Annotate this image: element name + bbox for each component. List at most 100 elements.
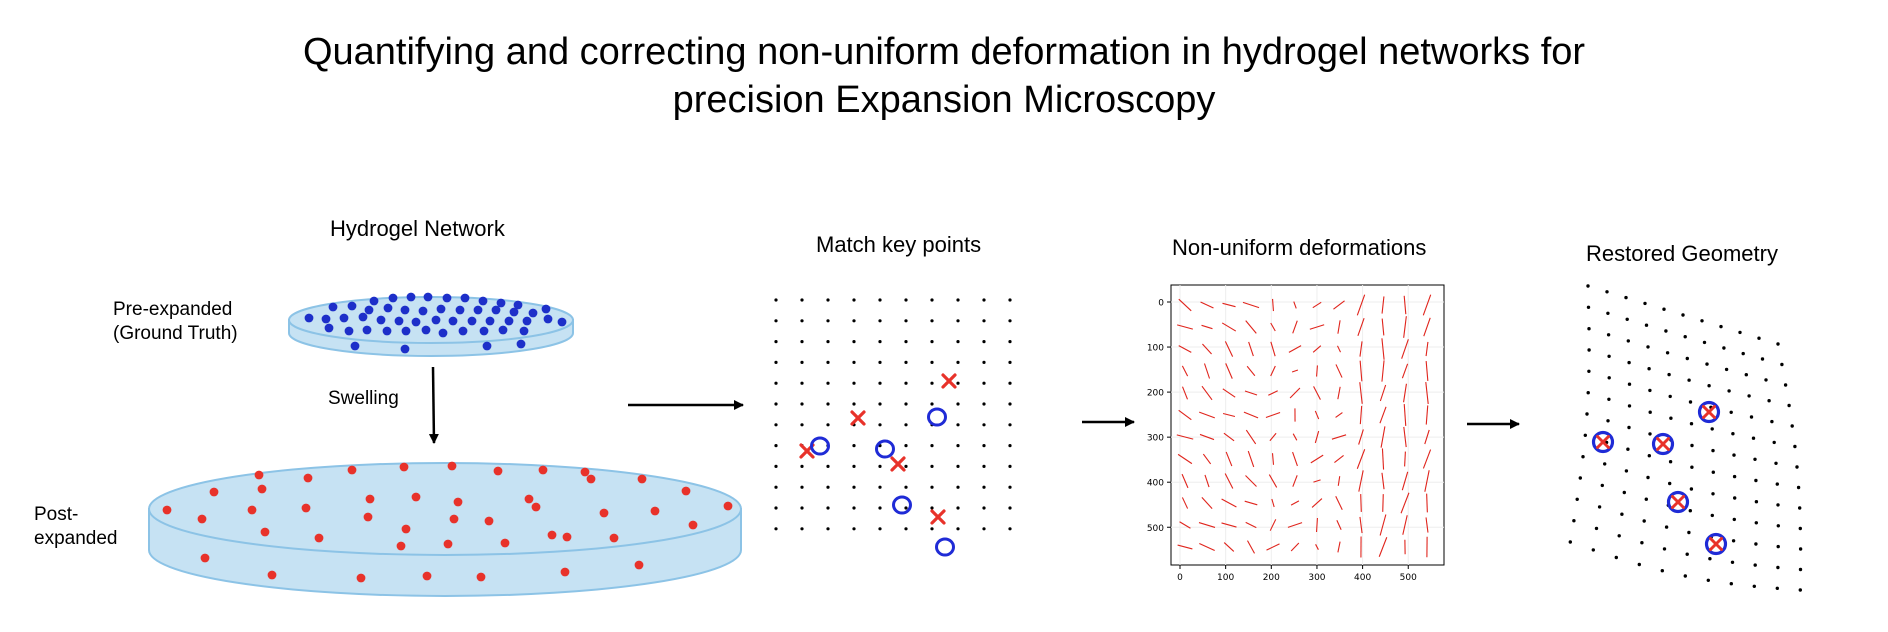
grid-dot xyxy=(774,485,778,489)
restored-dot xyxy=(1749,415,1754,419)
displacement-vector xyxy=(1247,540,1255,554)
restored-dot xyxy=(1664,525,1669,529)
displacement-vector xyxy=(1271,498,1275,508)
restored-markers xyxy=(1591,400,1728,556)
displacement-vector xyxy=(1359,341,1363,357)
displacement-vector xyxy=(1335,496,1343,510)
displacement-vector xyxy=(1244,500,1258,506)
displacement-vector xyxy=(1224,341,1234,357)
post-gel-dot xyxy=(267,570,277,580)
post-expanded-gel-disc xyxy=(148,461,742,597)
hydrogel-heading: Hydrogel Network xyxy=(330,216,505,241)
pre-gel-dot xyxy=(513,300,523,310)
restored-dot xyxy=(1644,323,1649,327)
grid-dot xyxy=(982,485,986,489)
restored-dot xyxy=(1583,433,1588,437)
restored-dot xyxy=(1626,339,1631,343)
grid-dot xyxy=(878,340,882,344)
displacement-vector xyxy=(1379,406,1387,424)
displacement-vector xyxy=(1403,383,1407,403)
grid-dot xyxy=(1008,360,1012,364)
grid-dot xyxy=(878,402,882,406)
grid-dot xyxy=(852,485,856,489)
displacement-vector xyxy=(1403,295,1407,315)
displacement-vector xyxy=(1291,369,1299,373)
displacement-vector xyxy=(1422,294,1432,316)
figure-title: Quantifying and correcting non-uniform d… xyxy=(0,28,1888,124)
grid-dot xyxy=(904,402,908,406)
restored-dot xyxy=(1729,410,1733,414)
displacement-vector xyxy=(1316,517,1318,533)
restored-dot xyxy=(1644,497,1649,501)
restored-dot xyxy=(1757,336,1761,340)
restored-dot xyxy=(1662,307,1666,311)
displacement-vector xyxy=(1381,296,1385,314)
restored-dot xyxy=(1568,540,1573,544)
pre-gel-dot xyxy=(376,315,386,325)
grid-dot xyxy=(904,527,908,531)
displacement-vector xyxy=(1382,494,1384,512)
pre-gel-dot xyxy=(467,316,477,326)
restored-heading: Restored Geometry xyxy=(1586,241,1778,266)
displacement-vector xyxy=(1425,382,1429,404)
restored-dot xyxy=(1683,335,1687,339)
pre-gel-dot xyxy=(383,303,393,313)
restored-dot xyxy=(1662,547,1667,551)
grid-dot xyxy=(774,444,778,448)
displacement-vector xyxy=(1401,471,1409,491)
pre-gel-dot xyxy=(460,293,470,303)
grid-dot xyxy=(956,360,960,364)
grid-dot xyxy=(774,381,778,385)
displacement-vector xyxy=(1312,301,1322,309)
pre-gel-dot xyxy=(406,292,416,302)
displacement-vector xyxy=(1359,516,1363,534)
displacement-vector xyxy=(1201,385,1213,401)
restored-dot xyxy=(1625,317,1629,321)
restored-dot xyxy=(1776,565,1780,570)
displacement-vector xyxy=(1221,322,1237,332)
restored-dot xyxy=(1591,548,1596,552)
grid-dot xyxy=(904,506,908,510)
restored-dot xyxy=(1731,432,1735,436)
grid-dot xyxy=(956,402,960,406)
displacement-vector xyxy=(1266,543,1280,551)
pre-gel-dot xyxy=(479,326,489,336)
restored-dot xyxy=(1581,455,1585,459)
displacement-vector xyxy=(1223,542,1235,552)
grid-dot xyxy=(930,360,934,364)
grid-dot xyxy=(930,402,934,406)
grid-dot xyxy=(982,340,986,344)
restored-dot xyxy=(1767,399,1771,403)
displacement-vector xyxy=(1358,429,1364,445)
displacement-vector xyxy=(1314,430,1320,444)
pre-gel-dot xyxy=(423,292,433,302)
restored-dot xyxy=(1600,483,1605,488)
grid-dot xyxy=(1008,527,1012,531)
displacement-vector xyxy=(1269,519,1277,531)
restored-dot xyxy=(1798,526,1803,531)
circle-marker xyxy=(875,439,895,459)
displacement-vector xyxy=(1358,470,1364,492)
keypoint-grid xyxy=(774,298,1012,531)
grid-dot xyxy=(878,298,882,302)
grid-dot xyxy=(800,298,804,302)
grid-dot xyxy=(826,298,830,302)
grid-dot xyxy=(1008,340,1012,344)
grid-dot xyxy=(956,527,960,531)
grid-dot xyxy=(904,340,908,344)
post-gel-dot xyxy=(688,520,698,530)
displacement-vector xyxy=(1181,497,1189,509)
grid-dot xyxy=(800,381,804,385)
grid-dot xyxy=(852,527,856,531)
pre-gel-dot xyxy=(442,293,452,303)
displacement-vector xyxy=(1289,387,1301,399)
displacement-vector xyxy=(1270,322,1276,332)
restored-dot xyxy=(1776,524,1781,528)
restored-dot xyxy=(1594,526,1599,531)
displacement-vector xyxy=(1314,410,1320,420)
grid-dot xyxy=(904,423,908,427)
displacement-vector xyxy=(1422,449,1432,469)
y-tick-label: 100 xyxy=(1147,344,1164,354)
restored-dot xyxy=(1640,541,1644,545)
